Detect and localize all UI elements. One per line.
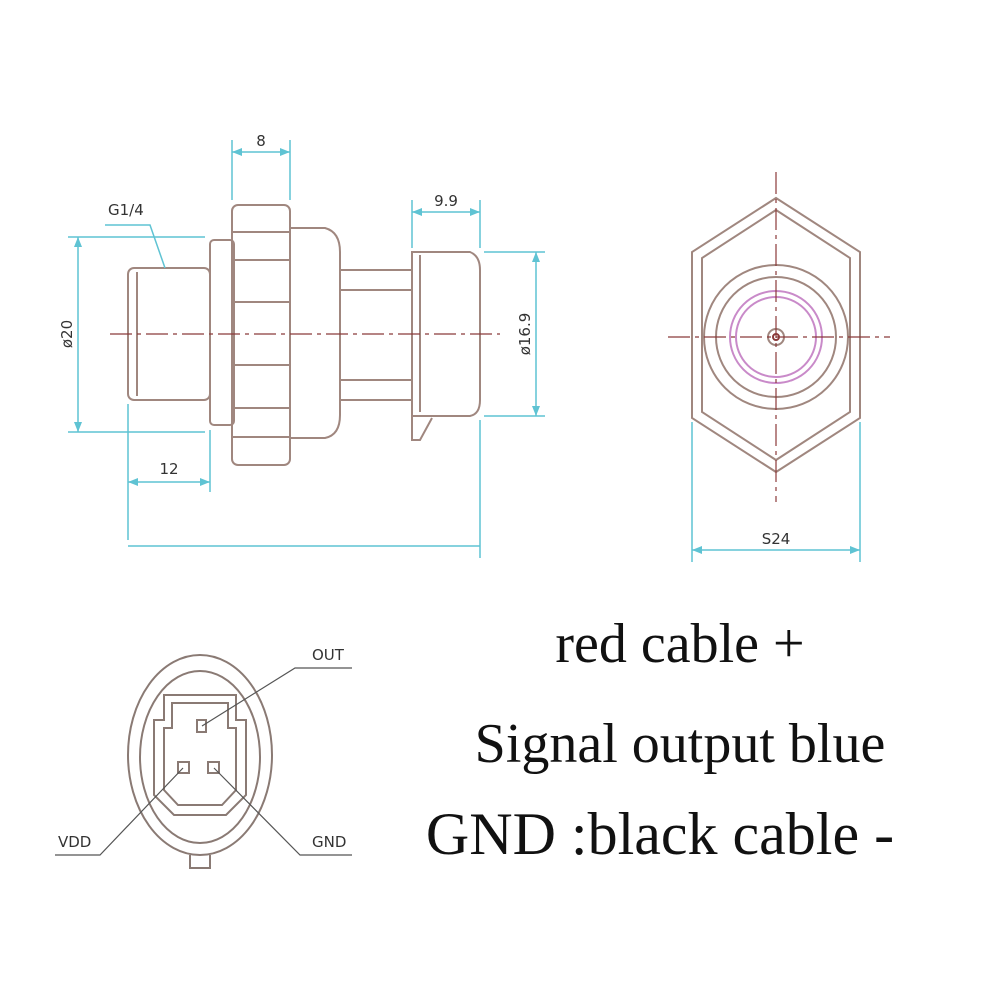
side-view [110,204,500,466]
note-gnd-cable: GND :black cable - [425,801,895,867]
thread-label: G1/4 [108,201,144,219]
connector-outer [127,654,273,856]
pinout-leaders [55,667,352,856]
end-centerlines [668,172,890,502]
dim-dia-20-label: ø20 [58,320,76,348]
pin-gnd-label: GND [312,833,346,851]
hex-body [231,204,291,466]
collar [209,239,235,426]
connector-pinout [127,654,273,869]
dim-12-label: 12 [159,460,178,478]
dim-9-9-label: 9.9 [434,192,458,210]
end-dimensions [691,422,861,562]
note-signal-output: Signal output blue [474,713,886,775]
dim-8-label: 8 [256,132,266,150]
pin-out-label: OUT [312,646,345,664]
pin-gnd [207,761,220,774]
pin-out [196,719,207,733]
side-dimensions [68,140,545,558]
sleeve [290,227,341,439]
connector-housing [153,694,247,816]
side-dimension-arrows [74,148,540,486]
connector [411,251,481,417]
dim-dia-16-9-label: ø16.9 [516,313,534,356]
pin-vdd [177,761,190,774]
note-red-cable: red cable + [555,613,805,675]
dim-s24-label: S24 [762,530,791,548]
pin-vdd-label: VDD [58,833,91,851]
